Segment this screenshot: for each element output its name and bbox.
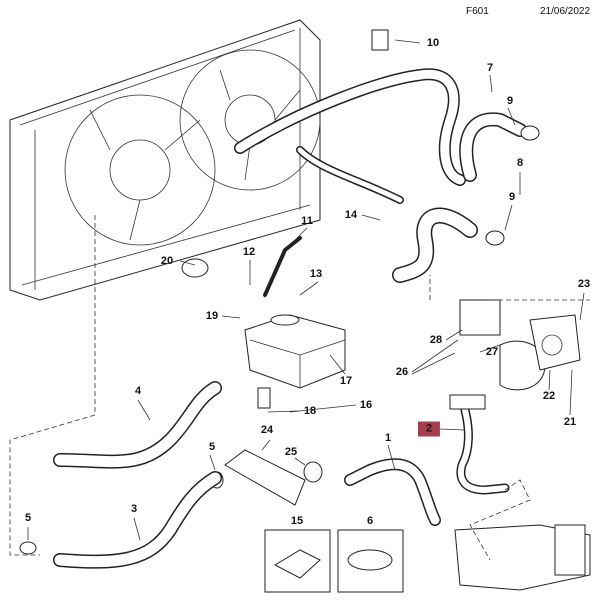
upper-hose-7 [234,68,527,204]
thermostat-water-pump [459,299,581,391]
oil-cooler-housing [454,524,591,591]
callout-23: 23 [577,278,591,290]
leader-lines [9,39,590,561]
pipe-24 [224,449,306,506]
callout-2-highlighted[interactable]: 2 [417,421,441,437]
callout-25: 25 [284,446,298,458]
callout-13: 13 [309,268,323,280]
callout-1: 1 [384,432,392,444]
callout-19: 19 [205,310,219,322]
callout-22: 22 [542,390,556,402]
callout-26: 26 [395,366,409,378]
radiator-fan-assembly [9,19,321,301]
callout-9: 9 [506,95,514,107]
callout-17: 17 [339,375,353,387]
callout-12: 12 [242,246,256,258]
callout-27: 27 [485,346,499,358]
callout-10: 10 [426,37,440,49]
diagram-date: 21/06/2022 [540,6,591,17]
callout-21: 21 [563,416,577,428]
callout-5: 5 [208,441,216,453]
callout-11: 11 [301,215,313,227]
part-6 [347,549,393,571]
callout-5: 5 [24,512,32,524]
expansion-tank [181,236,346,409]
callout-9: 9 [508,191,516,203]
callout-18: 18 [303,405,317,417]
callout-4: 4 [134,385,142,397]
hose-4 [53,381,222,469]
hose-3 [53,471,222,569]
diagram-code: F601 [466,6,489,17]
hose-2 [449,394,510,495]
hose-8 [392,207,478,283]
callout-24: 24 [260,424,274,436]
callout-15: 15 [290,515,304,527]
callout-8: 8 [516,157,524,169]
callout-28: 28 [429,334,443,346]
callout-6: 6 [366,515,374,527]
callout-16: 16 [359,399,373,411]
hose-1 [344,458,441,526]
callout-7: 7 [486,62,494,74]
callout-14: 14 [344,209,358,221]
part-15 [273,549,321,579]
callout-3: 3 [130,503,138,515]
callout-20: 20 [160,255,174,267]
